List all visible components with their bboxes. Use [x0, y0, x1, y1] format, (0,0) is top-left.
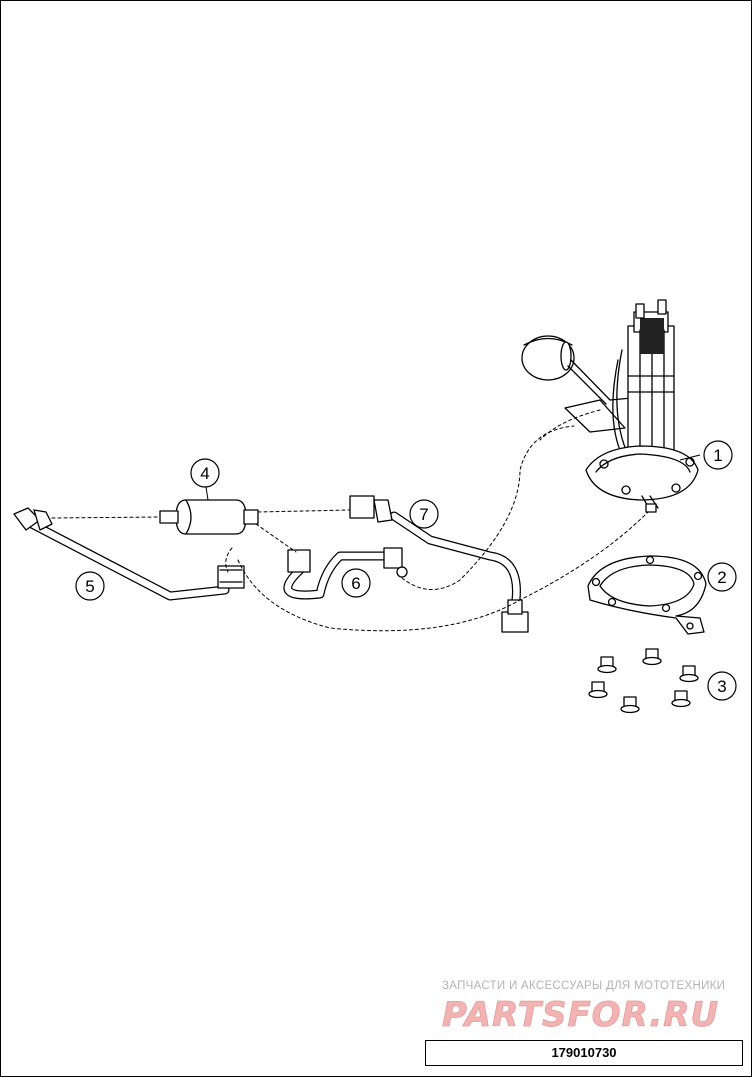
- fuel-hose-left: [13, 507, 245, 601]
- part-number: 179010730: [425, 1040, 743, 1066]
- partsfor-logo: PARTSFOR.RU: [442, 995, 719, 1036]
- pump-gasket: [587, 555, 707, 635]
- callout-5: 5: [75, 571, 105, 601]
- callout-6: 6: [341, 568, 371, 598]
- watermark-tagline: ЗАПЧАСТИ И АКСЕССУАРЫ ДЛЯ МОТОТЕХНИКИ: [442, 980, 726, 992]
- callout-4: 4: [190, 458, 220, 501]
- assembly-lines: [51, 409, 649, 632]
- partsfor-logo-text: PARTSFOR.RU: [442, 995, 719, 1035]
- callout-7-label: 7: [419, 505, 428, 524]
- callout-2: 2: [707, 562, 737, 592]
- callout-6-label: 6: [351, 574, 360, 593]
- callout-3: 3: [707, 671, 737, 701]
- fuel-hose-right: [349, 495, 529, 633]
- callout-2-label: 2: [717, 568, 726, 587]
- callout-7: 7: [409, 499, 439, 529]
- callout-3-label: 3: [717, 677, 726, 696]
- fuel-hose-middle: [283, 547, 408, 600]
- flange-bolts: [588, 648, 699, 714]
- callout-4-label: 4: [200, 464, 209, 483]
- callout-5-label: 5: [85, 577, 94, 596]
- callout-1-label: 1: [713, 446, 722, 465]
- fuel-filter: [159, 499, 259, 535]
- callout-1: 1: [679, 440, 733, 470]
- fuel-pump-assembly: [521, 299, 699, 513]
